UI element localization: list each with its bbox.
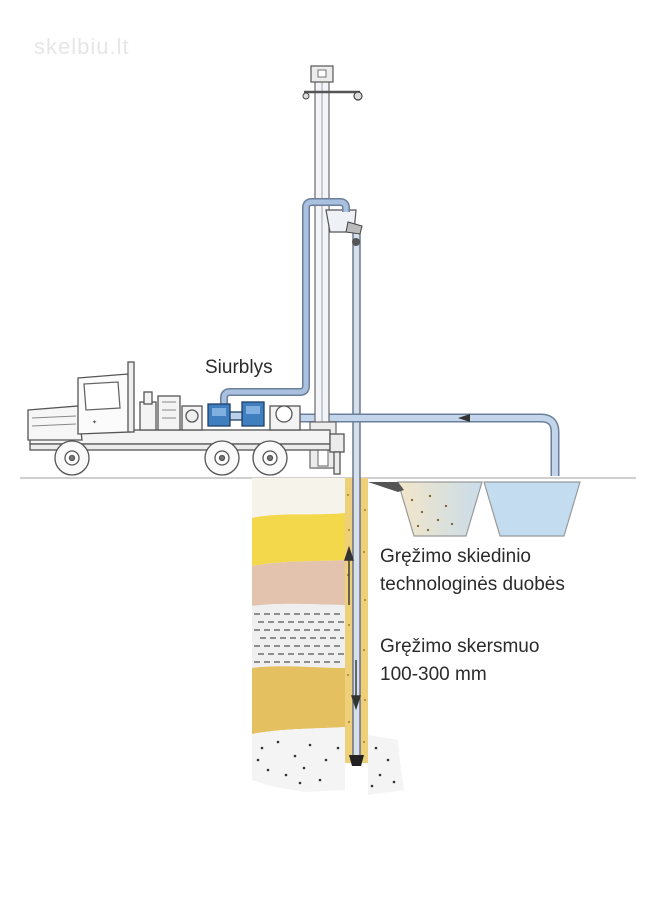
stratum-pink-clay	[252, 560, 345, 606]
deck-equipment	[139, 391, 301, 431]
gravel-dots	[256, 740, 396, 788]
stratum-ochre	[252, 666, 345, 734]
flow-arrow-down	[351, 660, 361, 711]
truck-wheels	[54, 440, 288, 476]
truck-hood	[27, 405, 83, 441]
truck-exhaust	[127, 361, 135, 433]
flow-arrow-up	[344, 545, 354, 605]
stratum-top	[252, 478, 345, 518]
truck-door-logo: ✦	[92, 419, 97, 426]
label-pump: Siurblys	[205, 357, 273, 378]
watermark-logo: skelbiu.lt	[34, 34, 130, 59]
label-mud-pits-line-1: Gręžimo skiedinio	[380, 546, 531, 567]
borehole	[344, 229, 368, 766]
return-pipe	[300, 413, 560, 476]
label-diameter-line-2: 100-300 mm	[380, 664, 487, 685]
rear-support	[329, 433, 345, 453]
soil-strata	[252, 478, 404, 795]
label-mud-pits-line-2: technologinės duobės	[380, 574, 565, 595]
mud-pits	[368, 481, 581, 537]
stratum-stripes	[254, 613, 344, 663]
drill-bit	[349, 755, 364, 766]
stratum-gravel-right	[368, 735, 404, 795]
stratum-gravel	[252, 727, 345, 792]
settling-pit	[397, 481, 483, 537]
water-pit	[483, 481, 581, 537]
overflow-channel	[368, 482, 404, 492]
pump-units	[207, 401, 265, 427]
truck: ✦	[27, 361, 345, 476]
return-pipe-arrow	[458, 414, 470, 422]
label-diameter-line-1: Gręžimo skersmuo	[380, 636, 540, 657]
supply-pipe	[220, 198, 350, 408]
settling-pit-dots	[410, 494, 454, 532]
truck-window	[83, 381, 121, 411]
stratum-striped	[252, 603, 345, 668]
stratum-yellow-sand	[252, 513, 345, 566]
